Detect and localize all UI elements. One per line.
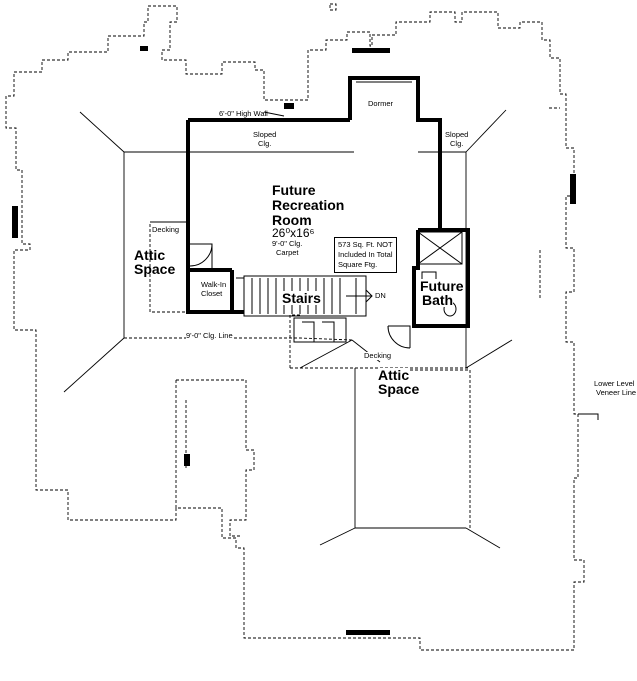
lower-level-veneer-line1: Lower Level: [594, 379, 635, 388]
dashed-roof-outline: [5, 3, 585, 651]
attic-space-right-line1: Attic: [378, 367, 410, 383]
window-marks: [12, 46, 576, 635]
bath-line2: Bath: [422, 292, 454, 308]
dormer-label: Dormer: [368, 99, 394, 108]
bath-line1: Future: [420, 278, 464, 294]
recreation-room-floor: Carpet: [276, 248, 299, 257]
recreation-room-ceiling: 9'-0" Clg.: [272, 239, 303, 248]
decking-left: Decking: [152, 225, 180, 234]
attic-space-left-line1: Attic: [134, 247, 166, 263]
attic-space-left-line2: Space: [134, 261, 176, 277]
area-note-line1: 573 Sq. Ft. NOT: [338, 240, 393, 249]
lower-level-veneer-line2: Veneer Line: [596, 388, 637, 397]
closet-line2: Closet: [201, 289, 223, 298]
sloped-line1-right: Sloped: [445, 130, 469, 139]
recreation-room-dimensions: 26⁰x16⁶: [272, 226, 315, 240]
recreation-room-line3: Room: [272, 212, 312, 228]
down-label: DN: [375, 291, 386, 300]
closet-line1: Walk-In: [201, 280, 227, 289]
area-note-line2: Included In Total: [338, 250, 393, 259]
recreation-room-line2: Recreation: [272, 197, 345, 213]
stairs-label: Stairs: [281, 290, 322, 306]
sloped-line2: Clg.: [258, 138, 272, 148]
sloped-line1: Sloped: [253, 130, 277, 139]
sloped-ceiling-left: Sloped Clg.: [253, 131, 276, 147]
ceiling-line-note: 9'-0" Clg. Line: [186, 331, 233, 340]
interior-details: [150, 77, 599, 420]
sloped-ceiling-right: Sloped Clg.: [445, 131, 468, 147]
high-wall-note: 6'-0" High Wall: [219, 109, 268, 118]
area-note-box: 573 Sq. Ft. NOT Included In Total Square…: [334, 237, 397, 273]
recreation-room-line1: Future: [272, 182, 316, 198]
sloped-line2-right: Clg.: [450, 138, 464, 148]
decking-right: Decking: [364, 351, 392, 360]
exterior-walls: [186, 76, 470, 328]
attic-space-right-line2: Space: [378, 381, 420, 397]
area-note-line3: Square Ftg.: [338, 260, 378, 269]
roof-hip-lines: [63, 109, 513, 549]
